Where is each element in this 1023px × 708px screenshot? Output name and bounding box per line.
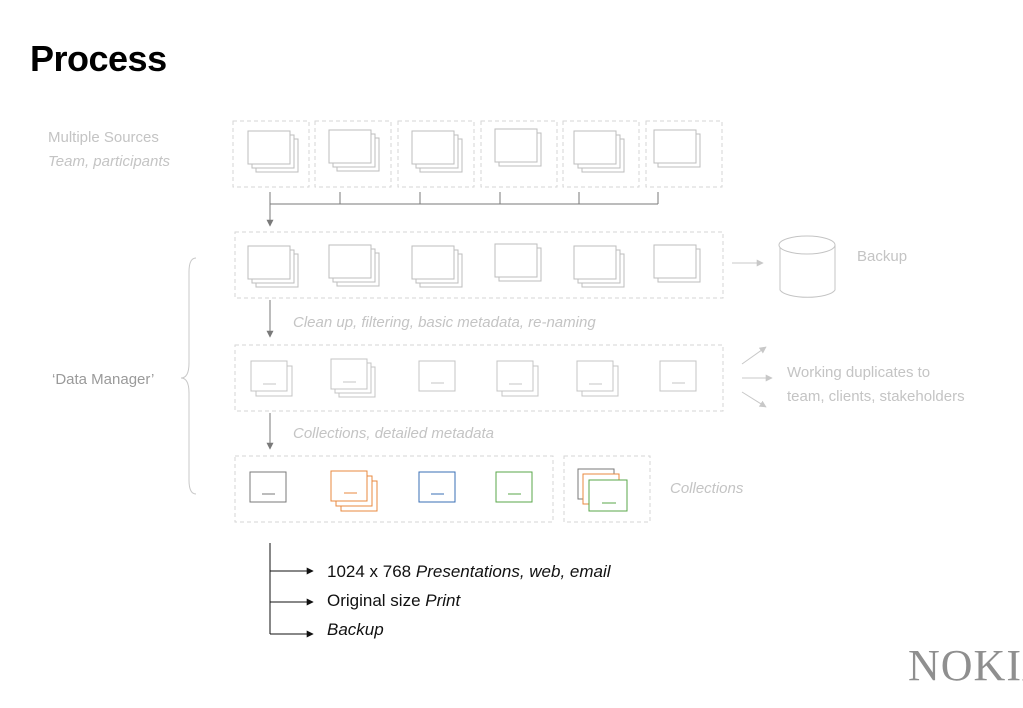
cleaned-box (234, 344, 724, 412)
source-boxes (232, 120, 723, 188)
duplicates-arrows (741, 346, 773, 408)
source-box (645, 120, 723, 188)
source-box (562, 120, 640, 188)
step-collections-label: Collections, detailed metadata (293, 425, 494, 442)
cleaned-photo-stacks (250, 358, 697, 398)
merged-photo-stacks (247, 243, 701, 288)
sources-sublabel: Team, participants (48, 153, 171, 170)
source-box (480, 120, 558, 188)
output-arrows (269, 543, 314, 638)
source-box (397, 120, 475, 188)
collections-label: Collections (670, 480, 744, 497)
source-photo-stacks (247, 128, 701, 173)
sources-merge-connector (266, 192, 659, 227)
backup-label: Backup (857, 248, 908, 265)
data-manager-label: ‘Data Manager’ (52, 371, 155, 388)
collections-box (234, 455, 554, 523)
page-title: Process (30, 38, 167, 79)
data-manager-brace (180, 257, 197, 495)
source-box (314, 120, 392, 188)
merged-box (234, 231, 724, 299)
output-web-label: 1024 x 768 Presentations, web, email (327, 562, 611, 581)
cleaned-photo-marks (263, 381, 685, 385)
sources-label: Multiple Sources (48, 129, 159, 146)
source-box (232, 120, 310, 188)
nokia-logo: NOKIA (908, 641, 1023, 690)
step-cleanup-label: Clean up, filtering, basic metadata, re-… (293, 314, 596, 331)
output-backup-label: Backup (327, 620, 384, 639)
backup-cylinder-icon (778, 235, 836, 298)
combined-collection-box (563, 455, 651, 523)
collection-photos (249, 468, 628, 512)
duplicates-sublabel: team, clients, stakeholders (787, 388, 965, 405)
output-print-label: Original size Print (327, 591, 461, 610)
duplicates-label: Working duplicates to (787, 364, 931, 381)
